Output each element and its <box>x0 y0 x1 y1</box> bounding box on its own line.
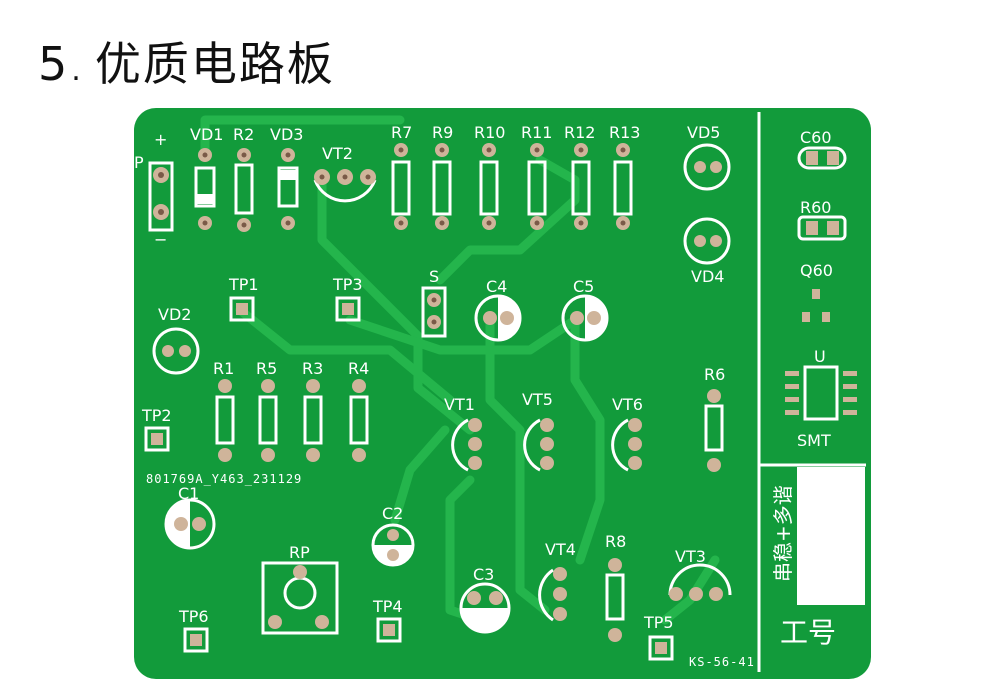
tp2-label: TP2 <box>141 406 172 425</box>
c2-label: C2 <box>382 504 403 523</box>
pad <box>153 167 169 183</box>
vt1-label: VT1 <box>444 395 475 414</box>
work-number-label: 工号 <box>780 616 836 649</box>
smt-label: SMT <box>797 431 831 450</box>
vt6-label: VT6 <box>612 395 643 414</box>
c4-label: C4 <box>486 277 507 296</box>
q60-label: Q60 <box>800 261 833 280</box>
r4-label: R4 <box>348 359 369 378</box>
vd3-label: VD3 <box>270 125 303 144</box>
resistor-row-top <box>391 143 633 230</box>
vt5-label: VT5 <box>522 390 553 409</box>
title-text: 优质电路板 <box>94 37 335 91</box>
tp4-label: TP4 <box>372 597 403 616</box>
vt2-label: VT2 <box>322 144 353 163</box>
c1-label: C1 <box>178 484 199 503</box>
c5-label: C5 <box>573 277 594 296</box>
r3-label: R3 <box>302 359 323 378</box>
board-code: KS-56-41 <box>689 655 755 669</box>
vd2-label: VD2 <box>158 305 191 324</box>
serial-number: 801769A_Y463_231129 <box>146 472 302 486</box>
r13-label: R13 <box>609 123 640 142</box>
tp1-label: TP1 <box>228 275 259 294</box>
rp-label: RP <box>289 543 310 562</box>
title-separator: . <box>71 53 83 88</box>
c60-label: C60 <box>800 128 832 147</box>
vd5-label: VD5 <box>687 123 720 142</box>
pad <box>153 204 169 220</box>
vt3-label: VT3 <box>675 547 706 566</box>
r60-label: R60 <box>800 198 831 217</box>
title-number: 5 <box>38 37 70 91</box>
vd4-label: VD4 <box>691 267 724 286</box>
vt4-label: VT4 <box>545 540 576 559</box>
u-label: U <box>814 347 826 366</box>
vd1-label: VD1 <box>190 125 223 144</box>
r1-label: R1 <box>213 359 234 378</box>
r9-label: R9 <box>432 123 453 142</box>
tp6-label: TP6 <box>178 607 209 626</box>
r10-label: R10 <box>474 123 505 142</box>
s-label: S <box>429 267 439 286</box>
r5-label: R5 <box>256 359 277 378</box>
resistor-row-middle <box>215 379 369 462</box>
page-title: 5. 优质电路板 <box>38 28 335 94</box>
tp3-label: TP3 <box>332 275 363 294</box>
side-text: 串稳+多谐 <box>771 485 795 582</box>
r12-label: R12 <box>564 123 595 142</box>
r11-label: R11 <box>521 123 552 142</box>
r7-label: R7 <box>391 123 412 142</box>
tp5-label: TP5 <box>643 613 674 632</box>
p-label: P <box>134 153 144 172</box>
r8-label: R8 <box>605 532 626 551</box>
r6-label: R6 <box>704 365 725 384</box>
r2-label: R2 <box>233 125 254 144</box>
blank-label-area <box>797 467 865 605</box>
minus-label: − <box>154 230 167 249</box>
plus-label: + <box>154 130 167 149</box>
c3-label: C3 <box>473 565 494 584</box>
